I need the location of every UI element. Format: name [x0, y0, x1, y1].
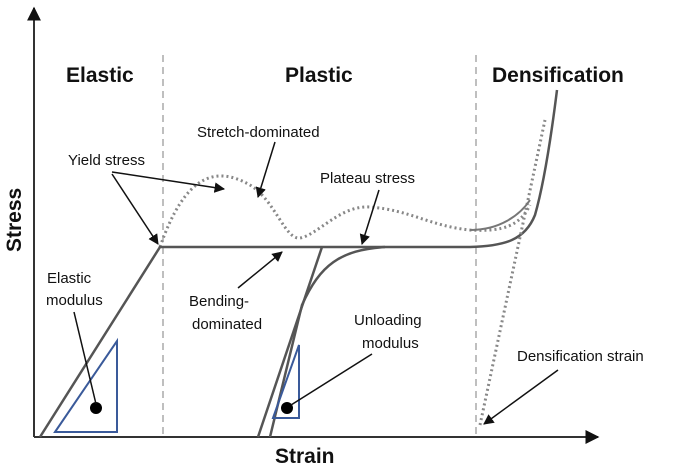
label-bending-2: dominated [192, 316, 262, 333]
arrow-densification-strain [483, 369, 559, 425]
arrow-plateau-stress [359, 189, 380, 246]
y-axis-title: Stress [3, 188, 26, 252]
label-densification-strain: Densification strain [517, 348, 644, 365]
arrow-stretch-dominated [255, 141, 276, 199]
label-yield-stress: Yield stress [68, 152, 145, 169]
densification-upper-curve [469, 199, 531, 231]
label-plateau-stress: Plateau stress [320, 170, 415, 187]
bending-dominated-curve [38, 89, 559, 438]
label-bending-1: Bending- [189, 293, 249, 310]
elastic-modulus-triangle [53, 337, 118, 433]
unloading-curve-inner [268, 245, 386, 438]
region-label-densification: Densification [492, 64, 624, 87]
arrow-yield-stress-to-peak [111, 171, 226, 193]
label-elastic-modulus-1: Elastic [47, 270, 92, 287]
unloading-modulus-dot [281, 402, 293, 414]
arrow-bending-dominated [237, 251, 283, 289]
label-elastic-modulus-2: modulus [46, 292, 103, 309]
label-stretch-dominated: Stretch-dominated [197, 124, 320, 141]
densification-strain-line [478, 119, 547, 426]
arrow-unloading-modulus [290, 353, 373, 406]
region-label-plastic: Plastic [285, 64, 353, 87]
unloading-modulus-triangle [271, 344, 300, 419]
label-unloading-1: Unloading [354, 312, 422, 329]
region-label-elastic: Elastic [66, 64, 134, 87]
label-unloading-2: modulus [362, 335, 419, 352]
arrow-elastic-modulus [73, 311, 97, 405]
arrow-yield-stress-to-curve [111, 173, 159, 245]
unloading-line-outer [256, 246, 324, 438]
elastic-modulus-dot [90, 402, 102, 414]
x-axis-title: Strain [275, 445, 335, 468]
